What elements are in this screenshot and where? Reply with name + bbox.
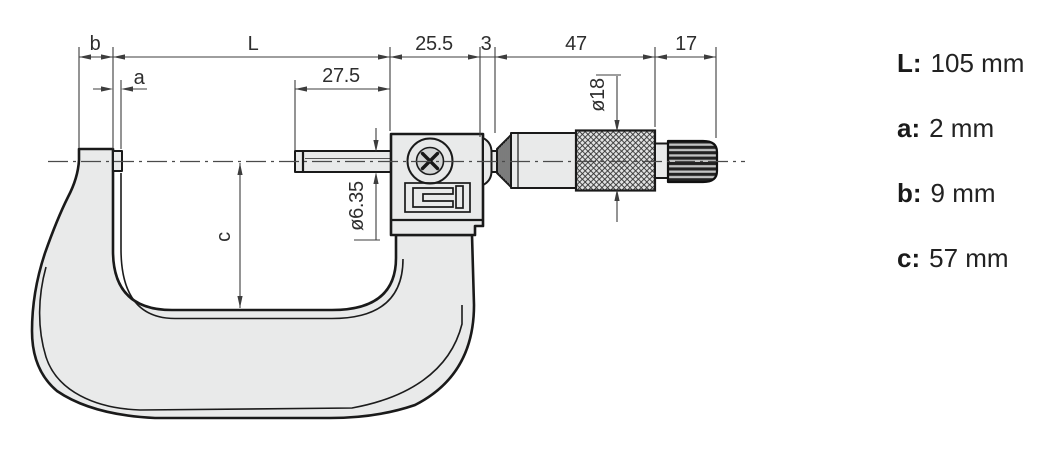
dim-47-label: 47 [565, 33, 587, 55]
dim-27-5-label: 27.5 [322, 65, 360, 87]
legend-row-c: c: 57 mm [897, 243, 1024, 273]
frame [30, 147, 476, 420]
dim-L-label: L [248, 33, 259, 55]
dim-3-label: 3 [481, 33, 492, 55]
dim-a-label: a [134, 67, 146, 89]
dim-27-5: 27.5 [295, 65, 390, 92]
legend-row-L: L: 105 mm [897, 48, 1024, 78]
dim-c: c [213, 163, 243, 308]
thimble [510, 132, 577, 189]
legend-label-b: b: [897, 178, 922, 208]
dim-c-label: c [213, 232, 235, 242]
dim-spindle-diameter-label: ø6.35 [346, 181, 368, 231]
legend-value-c: 57 mm [929, 243, 1009, 273]
dim-spindle-diameter: ø6.35 [346, 128, 380, 241]
dim-a: a [93, 67, 147, 92]
counter-window [404, 182, 471, 213]
dim-thimble-diameter-label: ø18 [587, 78, 609, 112]
knurled-sleeve [574, 129, 657, 192]
legend-label-L: L: [897, 48, 922, 78]
spindle [294, 150, 393, 173]
dim-b-label: b [90, 33, 101, 55]
legend-value-L: 105 mm [930, 48, 1025, 78]
dimensions: a 27.5 b L 25.5 3 47 17 ø6.35 [78, 33, 717, 308]
legend-label-c: c: [897, 243, 921, 273]
dim-thimble-diameter: ø18 [587, 74, 621, 222]
ratchet-shaft [654, 142, 669, 179]
legend-value-b: 9 mm [930, 178, 996, 208]
dim-17-label: 17 [675, 33, 697, 55]
legend-row-b: b: 9 mm [897, 178, 1024, 208]
frame-outer-contour [38, 266, 463, 411]
legend-row-a: a: 2 mm [897, 113, 1024, 143]
dim-25-5-label: 25.5 [415, 33, 453, 55]
legend-label-a: a: [897, 113, 921, 143]
frame-inner-contour [120, 173, 404, 320]
legend-value-a: 2 mm [929, 113, 995, 143]
legend: L: 105 mm a: 2 mm b: 9 mm c: 57 mm [897, 48, 1024, 273]
